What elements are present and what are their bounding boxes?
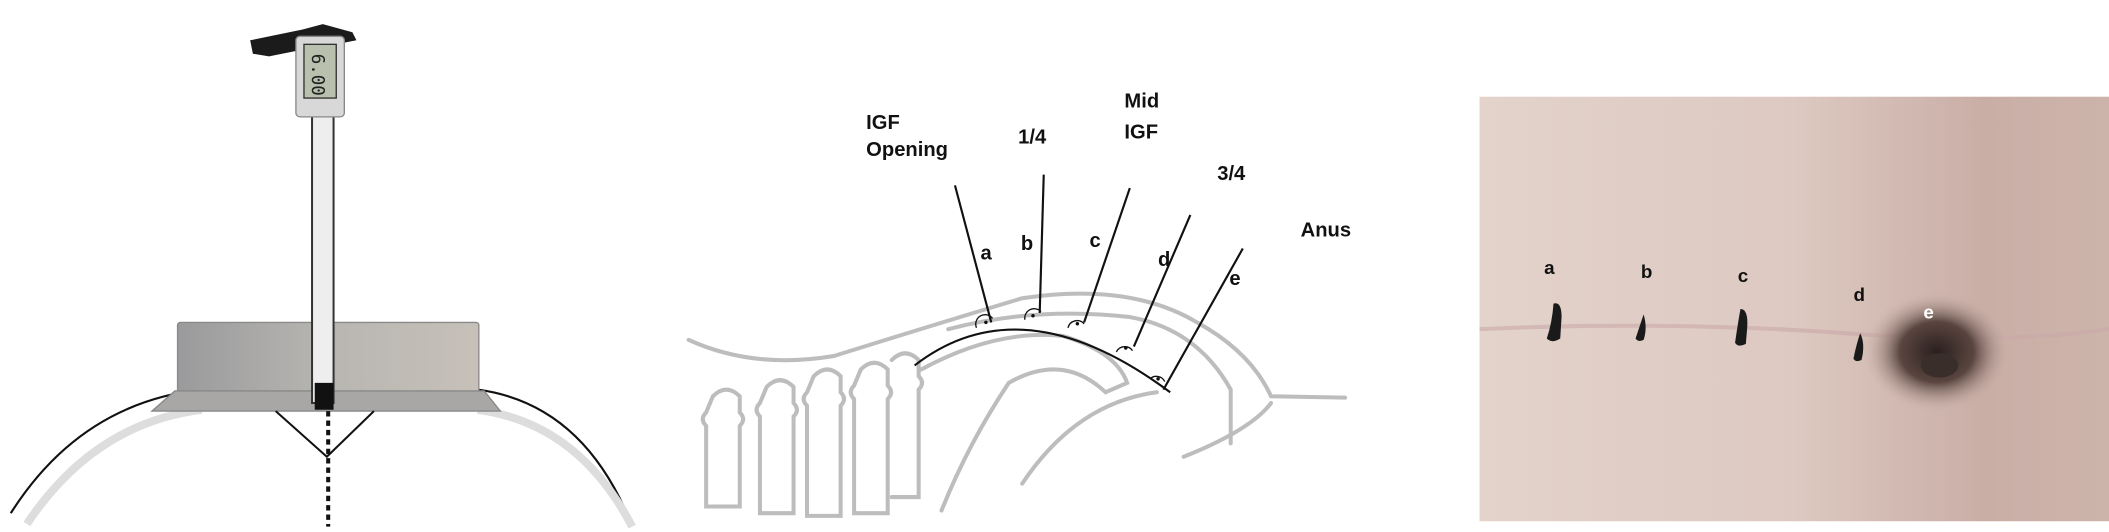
point-d: d (1158, 249, 1170, 271)
photo-point-d: d (1853, 284, 1864, 305)
label-opening: Opening (866, 139, 948, 161)
inner-outline (946, 311, 1233, 446)
skin-outline (686, 291, 1348, 400)
label-mid-igf: IGF (1124, 121, 1158, 143)
marker-a (1546, 303, 1562, 342)
measurement-lines (913, 174, 1244, 394)
caliper-reading: 6.00 (307, 54, 327, 96)
anus (1862, 291, 2011, 413)
label-quarter: 1/4 (1018, 127, 1047, 149)
caliper-display (303, 43, 337, 99)
vertebrae (700, 351, 925, 518)
marker-b (1635, 314, 1646, 341)
label-mid: Mid (1124, 90, 1159, 112)
photo-point-c: c (1738, 265, 1748, 286)
label-anus: Anus (1301, 219, 1351, 241)
clinical-photo: a b c d e (1479, 96, 2109, 522)
line-b (1038, 174, 1045, 314)
caliper-beam (311, 113, 335, 405)
marker-d (1853, 333, 1864, 362)
photo-point-e: e (1923, 301, 1933, 322)
label-igf: IGF (866, 112, 900, 134)
photo-point-b: b (1641, 261, 1652, 282)
marker-c (1735, 308, 1748, 346)
cleft-v (275, 410, 375, 459)
sacrum-outline (919, 332, 1130, 513)
buttock-shadow (23, 405, 636, 529)
line-e (1162, 248, 1244, 391)
diagram-labels: IGF Opening 1/4 Mid IGF 3/4 Anus a b c d… (866, 90, 1351, 289)
label-three-quarter: 3/4 (1217, 163, 1246, 185)
caliper-foot (314, 382, 334, 410)
line-a (953, 185, 993, 323)
right-angle-markers (975, 308, 1166, 382)
point-c: c (1089, 230, 1100, 252)
buttock-contour-right (477, 388, 628, 514)
point-e: e (1229, 268, 1240, 290)
device-panel: 6.00 (9, 24, 636, 529)
point-a: a (981, 242, 993, 264)
line-c (1083, 187, 1131, 323)
photo-point-a: a (1544, 257, 1555, 278)
cleft-arc (913, 328, 1171, 394)
line-d (1132, 214, 1192, 348)
point-b: b (1021, 233, 1033, 255)
diagram-panel (686, 291, 1348, 518)
pelvis-outline (1020, 390, 1274, 486)
